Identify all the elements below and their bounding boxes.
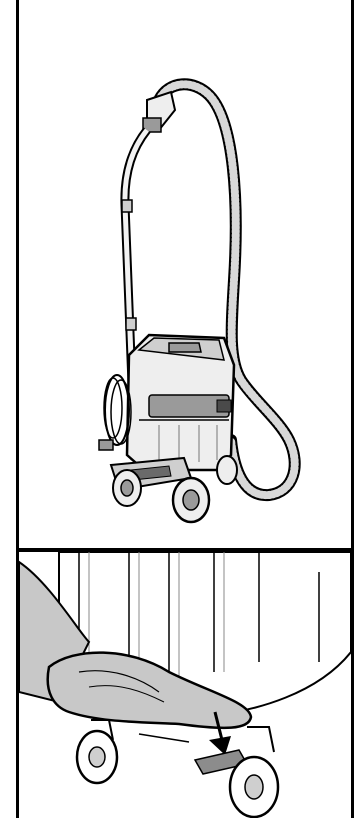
figure-vacuum-cleaner — [19, 0, 351, 548]
caster-brake-illustration — [19, 552, 351, 818]
right-caster-wheel — [230, 727, 278, 817]
power-cable-coil — [99, 375, 131, 450]
vacuum-body — [127, 335, 234, 470]
left-caster-wheel — [77, 720, 117, 783]
right-border-line — [351, 0, 354, 818]
figure-caster-brake — [19, 552, 351, 818]
vacuum-cleaner-illustration — [19, 0, 351, 548]
hose-handle — [143, 92, 175, 132]
